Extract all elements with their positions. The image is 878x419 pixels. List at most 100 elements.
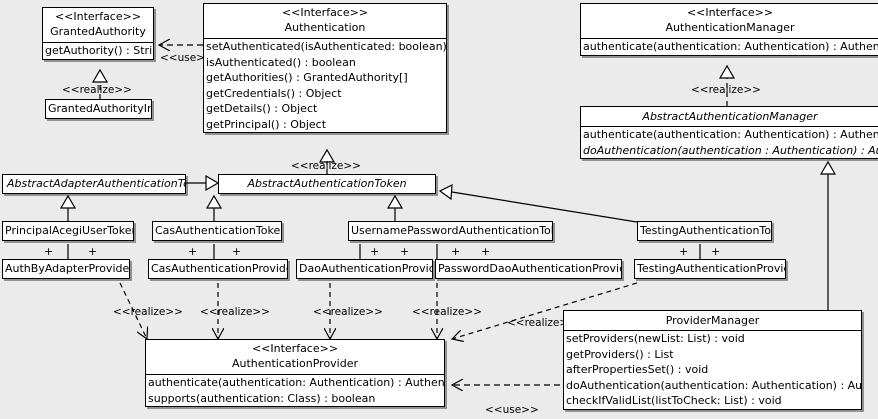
- class-name-label: TestingAuthenticationProvider: [637, 262, 786, 275]
- operations-compartment: setProviders(newList: List) : void getPr…: [564, 331, 861, 409]
- operations-compartment: setAuthenticated(isAuthenticated: boolea…: [204, 39, 446, 132]
- class-authentication-manager[interactable]: <<Interface>> AuthenticationManager auth…: [580, 3, 878, 56]
- assoc-plus-marker: +: [451, 245, 461, 258]
- class-name-label: PrincipalAcegiUserToken: [5, 224, 134, 237]
- class-name-label: GrantedAuthorityImpl: [48, 102, 151, 115]
- edge-testingauthenticationtoken-extends-abstractauthenticationtoken: [438, 183, 638, 223]
- edge-usernamepasswordtoken-extends-abstractauthenticationtoken: [386, 194, 404, 221]
- assoc-plus-marker: +: [370, 245, 380, 258]
- class-name-label: GrantedAuthority: [50, 25, 146, 38]
- compartment-divider: [581, 126, 878, 127]
- assoc-plus-marker: +: [481, 245, 491, 258]
- class-testing-authentication-provider[interactable]: TestingAuthenticationProvider: [634, 259, 786, 279]
- stereotype-label: <<Interface>>: [54, 10, 142, 23]
- class-dao-authentication-provider[interactable]: DaoAuthenticationProvider: [296, 259, 433, 279]
- class-name-label: AbstractAuthenticationManager: [642, 110, 818, 123]
- operations-compartment: getAuthority() : String: [43, 43, 153, 59]
- assoc-plus-marker: +: [44, 245, 54, 258]
- class-abstract-authentication-manager[interactable]: AbstractAuthenticationManager authentica…: [580, 106, 878, 159]
- edge-providermanager-extends-abstractauthenticationmanager: [819, 160, 837, 310]
- compartment-divider: [581, 38, 878, 39]
- class-username-password-authentication-token[interactable]: UsernamePasswordAuthenticationToken: [348, 221, 553, 241]
- class-granted-authority[interactable]: <<Interface>> GrantedAuthority getAuthor…: [42, 7, 154, 60]
- class-header: <<Interface>> AuthenticationManager: [581, 4, 878, 38]
- class-header: ProviderManager: [564, 311, 861, 330]
- operation-row: authenticate(authentication: Authenticat…: [583, 40, 878, 53]
- stereotype-label: <<Interface>>: [281, 6, 369, 19]
- class-header: <<Interface>> GrantedAuthority: [43, 8, 153, 42]
- operation-row: getAuthorities() : GrantedAuthority[]: [206, 71, 408, 84]
- assoc-plus-marker: +: [400, 245, 410, 258]
- operation-row: getProviders() : List: [566, 347, 674, 361]
- assoc-plus-marker: +: [711, 245, 721, 258]
- operation-row: setAuthenticated(isAuthenticated: boolea…: [206, 40, 447, 53]
- operation-row: isAuthenticated() : boolean: [206, 55, 356, 69]
- class-name-label: ProviderManager: [665, 314, 760, 327]
- class-name-label: TestingAuthenticationToken: [640, 224, 772, 237]
- class-name-label: AuthenticationManager: [665, 21, 795, 34]
- operations-compartment: authenticate(authentication: Authenticat…: [146, 375, 444, 406]
- edge-label-realize-password-dao-provider: <<realize>>: [412, 306, 482, 318]
- edge-label-realize-abstract-token: <<realize>>: [291, 160, 361, 172]
- edge-label-use-authentication-granted: <<use>>: [160, 52, 214, 64]
- edge-abstractadaptertoken-to-abstractauthenticationtoken: [186, 174, 220, 192]
- class-name-label: DaoAuthenticationProvider: [299, 262, 433, 275]
- class-authentication[interactable]: <<Interface>> Authentication setAuthenti…: [203, 3, 447, 133]
- class-authentication-provider[interactable]: <<Interface>> AuthenticationProvider aut…: [145, 339, 445, 407]
- compartment-divider: [146, 374, 444, 375]
- operation-row: getDetails() : Object: [206, 102, 318, 115]
- class-abstract-authentication-token[interactable]: AbstractAuthenticationToken: [218, 174, 436, 194]
- operation-row: authenticate(authentication: Authenticat…: [583, 128, 878, 141]
- class-password-dao-authentication-provider[interactable]: PasswordDaoAuthenticationProvider: [435, 259, 622, 279]
- operation-row: getPrincipal() : Object: [206, 117, 327, 131]
- edge-principalacegiusertoken-extends-abstractadaptertoken: [59, 194, 77, 221]
- operation-row: doAuthentication(authentication : Authen…: [583, 143, 878, 157]
- class-name-label: AuthByAdapterProvider: [5, 262, 130, 275]
- class-principal-acegi-user-token[interactable]: PrincipalAcegiUserToken: [2, 221, 134, 241]
- stereotype-label: <<Interface>>: [251, 342, 339, 355]
- edge-label-realize-auth-by-adapter: <<realize>>: [113, 306, 183, 318]
- class-name-label: AbstractAuthenticationToken: [247, 177, 407, 190]
- class-abstract-adapter-authentication-token[interactable]: AbstractAdapterAuthenticationToken: [2, 174, 186, 194]
- operation-row: doAuthentication(authentication: Authent…: [566, 378, 862, 392]
- operation-row: getAuthority() : String: [45, 44, 154, 57]
- class-auth-by-adapter-provider[interactable]: AuthByAdapterProvider: [2, 259, 130, 279]
- class-granted-authority-impl[interactable]: GrantedAuthorityImpl: [45, 99, 152, 119]
- class-cas-authentication-provider[interactable]: CasAuthenticationProvider: [148, 259, 288, 279]
- class-name-label: CasAuthenticationToken: [155, 224, 282, 237]
- assoc-plus-marker: +: [232, 245, 242, 258]
- edge-label-realize-granted-authority: <<realize>>: [62, 84, 132, 96]
- compartment-divider: [564, 330, 861, 331]
- assoc-plus-marker: +: [188, 245, 198, 258]
- edge-label-use-provider-manager: <<use>>: [485, 404, 539, 416]
- class-testing-authentication-token[interactable]: TestingAuthenticationToken: [637, 221, 772, 241]
- assoc-plus-marker: +: [679, 245, 689, 258]
- operation-row: checkIfValidList(listToCheck: List) : vo…: [566, 394, 782, 407]
- class-name-label: UsernamePasswordAuthenticationToken: [351, 224, 553, 237]
- class-name-label: Authentication: [284, 21, 366, 34]
- class-name-label: CasAuthenticationProvider: [151, 262, 288, 275]
- operation-row: supports(authentication: Class) : boolea…: [148, 391, 376, 405]
- operations-compartment: authenticate(authentication: Authenticat…: [581, 39, 878, 55]
- operations-compartment: authenticate(authentication: Authenticat…: [581, 127, 878, 158]
- compartment-divider: [204, 38, 446, 39]
- operation-row: afterPropertiesSet() : void: [566, 363, 709, 376]
- class-name-label: AbstractAdapterAuthenticationToken: [7, 177, 185, 190]
- operation-row: getCredentials() : Object: [206, 86, 342, 100]
- edge-label-realize-abstract-auth-manager: <<realize>>: [691, 84, 761, 96]
- operation-row: setProviders(newList: List) : void: [566, 332, 745, 345]
- operation-row: authenticate(authentication: Authenticat…: [148, 376, 445, 389]
- class-provider-manager[interactable]: ProviderManager setProviders(newList: Li…: [563, 310, 862, 410]
- compartment-divider: [43, 42, 153, 43]
- edge-casauthenticationtoken-extends-abstractauthenticationtoken: [205, 194, 223, 221]
- class-header: <<Interface>> Authentication: [204, 4, 446, 38]
- assoc-plus-marker: +: [88, 245, 98, 258]
- class-cas-authentication-token[interactable]: CasAuthenticationToken: [152, 221, 282, 241]
- edge-label-realize-cas-provider: <<realize>>: [200, 306, 270, 318]
- class-name-label: AuthenticationProvider: [231, 357, 359, 370]
- stereotype-label: <<Interface>>: [686, 6, 774, 19]
- edge-label-realize-dao-provider: <<realize>>: [313, 306, 383, 318]
- class-header: <<Interface>> AuthenticationProvider: [146, 340, 444, 374]
- class-name-label: PasswordDaoAuthenticationProvider: [438, 262, 622, 275]
